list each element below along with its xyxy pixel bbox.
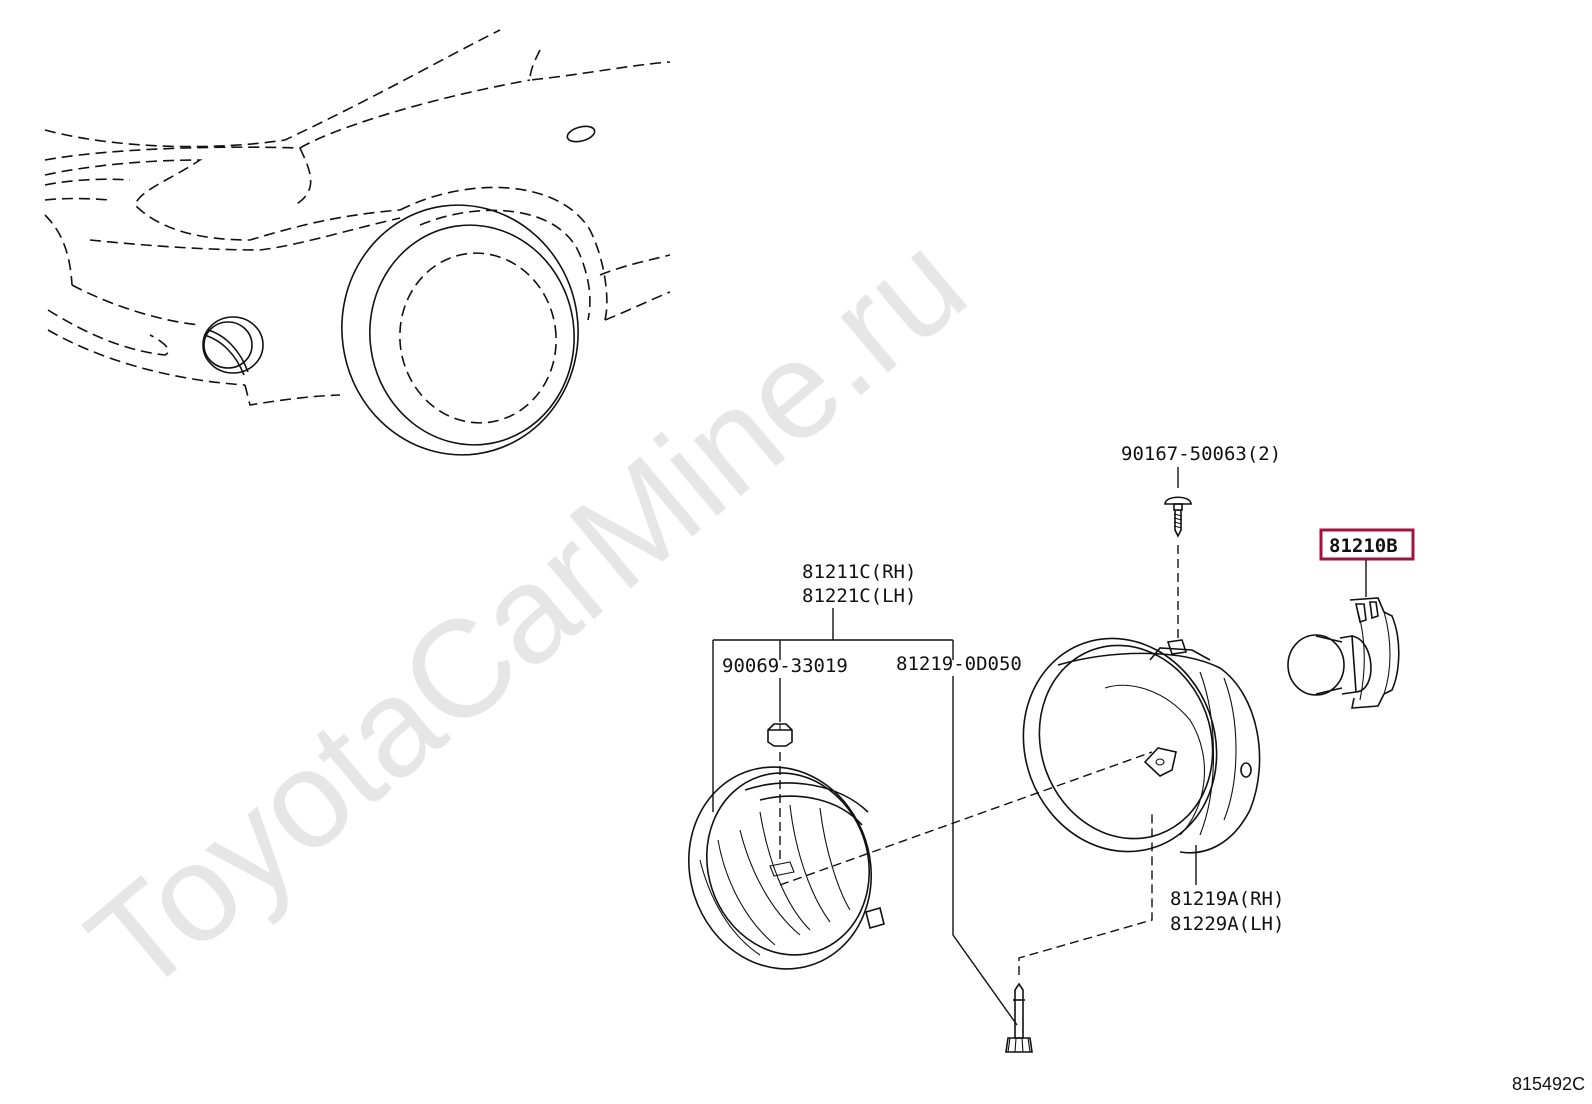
- fog-lamp-housing: 81219A(RH) 81229A(LH): [1022, 637, 1284, 935]
- figure-code: 815492C: [1512, 1074, 1585, 1094]
- car-front-illustration: [44, 29, 671, 456]
- bulb-81210B: 81210B: [1287, 528, 1415, 709]
- cover-81211C-81221C: 81211C(RH) 81221C(LH): [712, 561, 954, 812]
- label-81221C-lh[interactable]: 81221C(LH): [802, 585, 916, 607]
- label-90069-33019[interactable]: 90069-33019: [722, 655, 848, 677]
- label-81210B[interactable]: 81210B: [1329, 535, 1398, 557]
- label-81229A-lh[interactable]: 81229A(LH): [1170, 913, 1284, 935]
- screw-90167-50063: 90167-50063(2): [1121, 443, 1281, 640]
- bolt-81219-0D050: 81219-0D050: [896, 653, 1153, 1053]
- label-81219A-rh[interactable]: 81219A(RH): [1170, 888, 1284, 910]
- label-81211C-rh[interactable]: 81211C(RH): [802, 561, 916, 583]
- label-81219-0D050[interactable]: 81219-0D050: [896, 653, 1022, 675]
- label-90167-50063[interactable]: 90167-50063(2): [1121, 443, 1281, 465]
- fog-lamp-lens: [687, 751, 1153, 970]
- nut-90069-33019: 90069-33019: [722, 655, 848, 862]
- part-81210B-highlight[interactable]: [1319, 528, 1415, 561]
- watermark: ToyotaCarMine.ru: [60, 205, 993, 1023]
